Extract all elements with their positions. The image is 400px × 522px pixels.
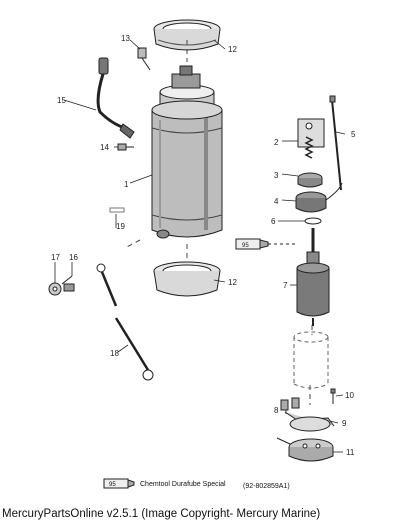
exploded-view-drawing: 1 2 3 4 5 6 7 8 9 10 11 12 12 13 14 15 1… [48,19,356,490]
callout-10: 10 [345,391,354,400]
callout-1: 1 [124,180,129,189]
through-bolt-rod [329,95,342,191]
callout-7: 7 [283,281,288,290]
callout-16: 16 [69,253,78,262]
decal-19 [109,207,125,213]
screw-14 [117,143,134,151]
parts-diagram: 1 2 3 4 5 6 7 8 9 10 11 12 12 13 14 15 1… [48,19,356,490]
brush-holder [280,397,335,432]
legend-part-number: (92-802859A1) [243,483,290,490]
commutator-end-cap [276,437,334,462]
screw-10 [330,388,336,404]
lubricant-tube-95 [235,238,296,250]
legend-name: Chemtool Durafube Special [140,481,226,488]
callout-14: 14 [100,143,109,152]
callout-12-bottom: 12 [228,278,237,287]
leader-lines [54,39,346,453]
starter-motor-housing [151,65,223,239]
callout-labels: 1 2 3 4 5 6 7 8 9 10 11 12 12 13 14 15 1… [51,34,356,457]
callout-4: 4 [274,197,279,206]
drive-cap [297,172,323,188]
callout-19: 19 [116,222,125,231]
callout-8: 8 [274,406,279,415]
footer-copyright: MercuryPartsOnline v2.5.1 (Image Copyrig… [2,508,321,520]
callout-18: 18 [110,349,119,358]
callout-11: 11 [346,448,355,457]
callout-6: 6 [271,217,276,226]
lubricant-legend: 95 Chemtool Durafube Special (92-802859A… [103,478,290,490]
o-ring-6 [304,217,322,225]
callout-15: 15 [57,96,66,105]
callout-2: 2 [274,138,279,147]
callout-13: 13 [121,34,130,43]
ground-strap [96,263,154,381]
gear-housing [295,182,343,213]
callout-17: 17 [51,253,60,262]
cap-screw-13 [137,47,151,71]
bottom-bearing-ring [153,261,221,297]
brush-spring-bracket [297,118,325,159]
nut-and-washer [48,275,75,296]
callout-9: 9 [342,419,347,428]
callout-5: 5 [351,130,356,139]
callout-3: 3 [274,171,279,180]
armature [296,228,330,326]
callout-12-top: 12 [228,45,237,54]
top-bearing-ring [153,19,221,51]
battery-cable [96,57,135,139]
field-frame-outline [293,331,329,389]
lube-tag-label: 95 [242,243,249,249]
legend-tag: 95 [109,482,116,488]
